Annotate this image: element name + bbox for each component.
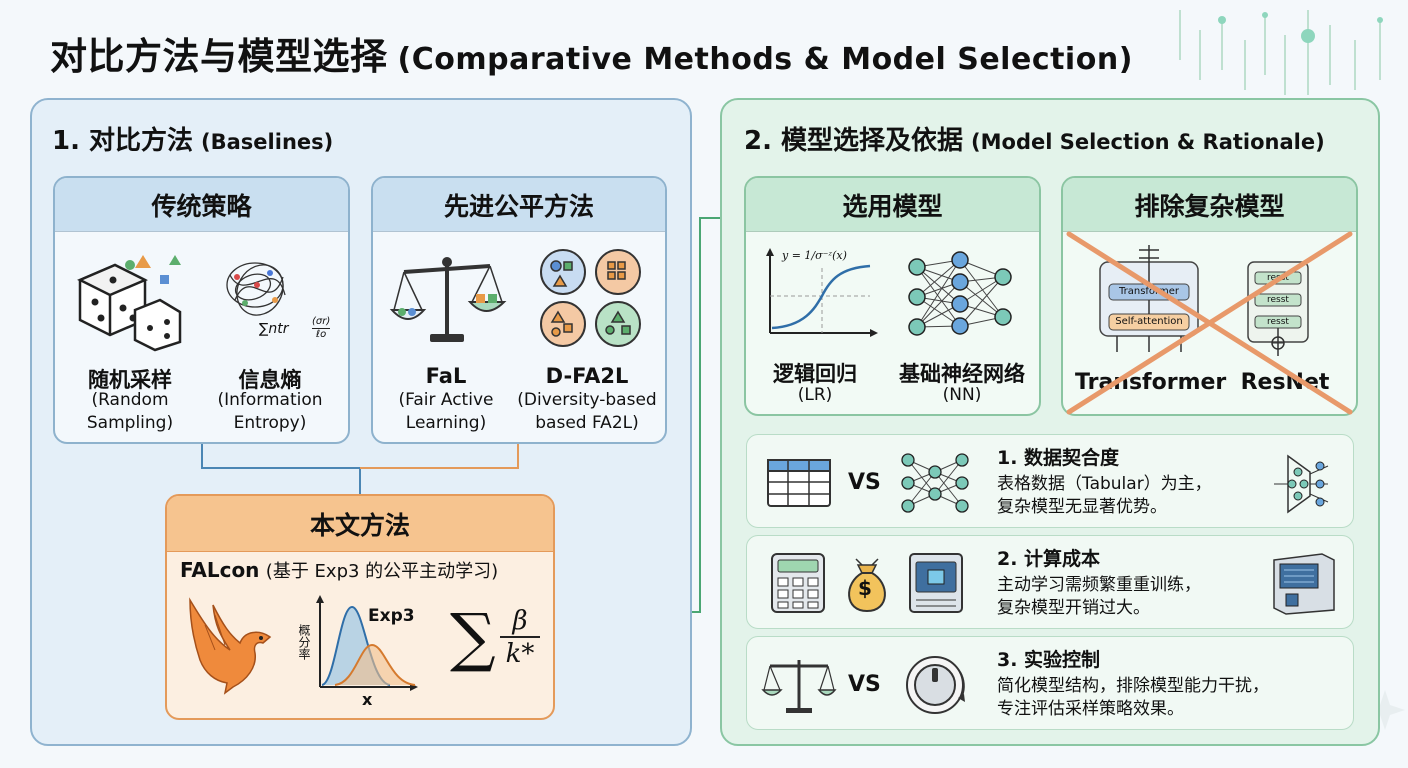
logistic-formula: y = 1/σ⁻ᶻ(x) xyxy=(782,249,847,262)
page-title: 对比方法与模型选择 (Comparative Methods & Model Se… xyxy=(50,26,1133,80)
entropy-tangle-icon xyxy=(226,262,286,316)
reason-data-fit-line1: 表格数据（Tabular）为主， xyxy=(997,474,1212,494)
reason-data-fit-line2: 复杂模型无显著优势。 xyxy=(997,497,1167,517)
reason-data-fit-title: 1. 数据契合度 xyxy=(997,447,1120,469)
random-sampling-label: 随机采样 xyxy=(88,368,172,392)
dice-icon xyxy=(77,255,182,352)
fal-en-line1: (Fair Active xyxy=(398,390,494,410)
table-grid-icon xyxy=(767,459,831,507)
excluded-models-header: 排除复杂模型 xyxy=(1063,178,1356,232)
entropy-frac-top: (σr) xyxy=(312,316,331,329)
reason-data-fit-desc: 表格数据（Tabular）为主， 复杂模型无显著优势。 xyxy=(997,473,1212,519)
baselines-title-en: (Baselines) xyxy=(201,130,334,154)
nn-label: 基础神经网络 xyxy=(899,362,1025,386)
dollar-sign: $ xyxy=(858,576,872,600)
falcon-bird-icon xyxy=(189,597,272,695)
reason-data-fit-row: 1. 数据契合度 表格数据（Tabular）为主， 复杂模型无显著优势。 xyxy=(746,434,1354,528)
vs-label-1: VS xyxy=(848,470,881,495)
calculator-icon xyxy=(771,553,825,613)
model-selection-title-cn: 2. 模型选择及依据 xyxy=(744,126,964,156)
dfa2l-en-line2: based FA2L) xyxy=(535,413,639,433)
random-en-line2: Sampling) xyxy=(86,413,174,433)
diversity-groups-icon xyxy=(540,249,641,347)
falcon-description: FALcon (基于 Exp3 的公平主动学习) xyxy=(180,557,498,583)
reason-experiment-control-row: 3. 实验控制 简化模型结构，排除模型能力干扰， 专注评估采样策略效果。 xyxy=(746,636,1354,730)
resnet-block-label-2: resst xyxy=(1267,295,1289,305)
model-selection-title-en: (Model Selection & Rationale) xyxy=(971,130,1325,154)
fal-en-line2: Learning) xyxy=(405,413,487,433)
server-tower-icon xyxy=(1273,553,1335,615)
sum-symbol: ∑ xyxy=(450,601,496,675)
exp3-ylabel: 概分率 xyxy=(297,624,311,660)
advanced-fair-methods-header: 先进公平方法 xyxy=(373,178,665,232)
nn-small-icon xyxy=(901,453,969,513)
self-attention-block-label: Self-attention xyxy=(1115,316,1183,327)
reason-compute-cost-row: 2. 计算成本 主动学习需频繁重重训练， 复杂模型开销过大。 xyxy=(746,535,1354,629)
balance-scale-icon xyxy=(389,257,507,342)
dfa2l-label: D-FA2L xyxy=(545,364,629,388)
kstar-symbol: k* xyxy=(505,639,535,669)
entropy-en-line1: (Information xyxy=(217,390,323,410)
baselines-title-cn: 1. 对比方法 xyxy=(52,126,194,156)
traditional-strategies-header: 传统策略 xyxy=(55,178,348,232)
nn-en: (NN) xyxy=(942,385,982,405)
vs-label-2: VS xyxy=(848,672,881,697)
reason-experiment-control-line2: 专注评估采样策略效果。 xyxy=(997,699,1184,719)
dfa2l-en-line1: (Diversity-based xyxy=(517,390,657,410)
entropy-en-line2: Entropy) xyxy=(233,413,307,433)
entropy-frac-bot: ℓo xyxy=(316,329,327,340)
excluded-cross-mark xyxy=(1066,231,1353,415)
fal-label: FaL xyxy=(425,364,467,388)
lr-en: (LR) xyxy=(797,385,833,405)
reason-experiment-control-line1: 简化模型结构，排除模型能力干扰， xyxy=(997,676,1269,696)
random-sampling-en: (Random Sampling) xyxy=(65,389,195,435)
entropy-formula: ∑ntr xyxy=(259,318,289,341)
reason-compute-cost-desc: 主动学习需频繁重重训练， 复杂模型开销过大。 xyxy=(997,574,1201,620)
entropy-formula-fraction: (σr) ℓo xyxy=(312,316,331,341)
exp3-xlabel: x xyxy=(362,690,373,709)
fal-en: (Fair Active Learning) xyxy=(381,389,511,435)
resnet-block-label-3: resst xyxy=(1267,317,1289,327)
reason-experiment-control-title: 3. 实验控制 xyxy=(997,649,1101,671)
reason-compute-cost-line2: 复杂模型开销过大。 xyxy=(997,598,1150,618)
transformer-block-label: Transformer xyxy=(1118,286,1179,297)
reason-compute-cost-title: 2. 计算成本 xyxy=(997,548,1101,570)
selected-models-card: 选用模型 xyxy=(744,176,1041,416)
beta-over-kstar: β k* xyxy=(500,606,540,670)
balance-small-icon xyxy=(761,660,837,713)
information-entropy-en: (Information Entropy) xyxy=(205,389,335,435)
baselines-panel-title: 1. 对比方法 (Baselines) xyxy=(52,120,333,157)
entropy-formula-sum: ∑ntr xyxy=(259,321,289,337)
reason-experiment-control-desc: 简化模型结构，排除模型能力干扰， 专注评估采样策略效果。 xyxy=(997,675,1269,721)
page-title-en: (Comparative Methods & Model Selection) xyxy=(397,42,1133,77)
control-knob-icon xyxy=(906,656,965,714)
exp3-label: Exp3 xyxy=(368,606,415,626)
information-entropy-label: 信息熵 xyxy=(238,368,302,392)
funnel-network-icon xyxy=(1274,454,1329,514)
lr-label: 逻辑回归 xyxy=(773,362,857,386)
neural-network-icon xyxy=(908,251,1012,336)
selected-models-header: 选用模型 xyxy=(746,178,1039,232)
money-bag-icon xyxy=(848,558,886,613)
logistic-curve-chart xyxy=(766,248,878,337)
reason-compute-cost-line1: 主动学习需频繁重重训练， xyxy=(997,575,1201,595)
falcon-name: FALcon xyxy=(180,558,260,582)
beta-symbol: β xyxy=(500,606,540,638)
dfa2l-en: (Diversity-based based FA2L) xyxy=(512,389,662,435)
random-en-line1: (Random xyxy=(91,390,169,410)
server-chip-icon xyxy=(909,553,963,613)
falcon-desc: (基于 Exp3 的公平主动学习) xyxy=(265,561,499,582)
model-selection-panel-title: 2. 模型选择及依据 (Model Selection & Rationale) xyxy=(744,120,1325,157)
our-method-header: 本文方法 xyxy=(167,496,553,552)
exp3-distribution-chart xyxy=(316,595,418,691)
page-title-cn: 对比方法与模型选择 xyxy=(50,35,388,78)
